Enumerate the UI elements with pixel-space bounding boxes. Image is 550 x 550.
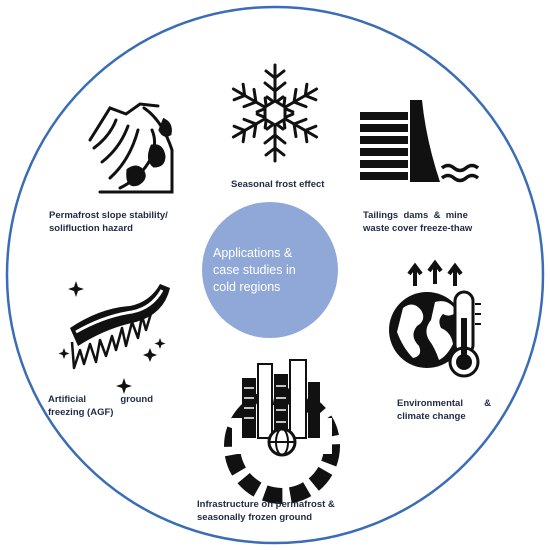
center-circle [202, 202, 338, 338]
label-line: Artificial ground [48, 394, 154, 405]
center-line-1: Applications & [213, 246, 293, 260]
snowflake-icon [226, 63, 324, 163]
label-line: solifluction hazard [49, 223, 133, 234]
label-line: seasonally frozen ground [197, 512, 313, 523]
label-line: Environmental & [397, 398, 491, 409]
center-label: Applications & case studies in cold regi… [213, 245, 331, 296]
globe-thermometer-icon [389, 259, 481, 378]
label-tailings-dams: Tailings dams & mine waste cover freeze-… [363, 209, 497, 235]
label-agf: Artificial ground freezing (AGF) [48, 393, 164, 419]
label-environmental: Environmental & climate change [397, 397, 493, 423]
label-line: waste cover freeze-thaw [363, 223, 473, 234]
label-line: Infrastructure on permafrost & [197, 499, 335, 510]
slope-icon [88, 102, 174, 194]
label-line: Seasonal frost effect [231, 179, 325, 190]
label-permafrost-slope: Permafrost slope stability/ solifluction… [49, 209, 168, 235]
center-line-3: cold regions [213, 280, 281, 294]
label-line: freezing (AGF) [48, 407, 114, 418]
label-line: Tailings dams & mine [363, 210, 468, 221]
dam-icon [360, 100, 480, 183]
frozen-ground-icon [58, 281, 170, 394]
center-line-2: case studies in [213, 263, 296, 277]
label-seasonal-frost: Seasonal frost effect [231, 178, 324, 191]
label-line: climate change [397, 411, 466, 422]
city-gear-icon [224, 359, 340, 504]
label-line: Permafrost slope stability/ [49, 210, 168, 221]
label-infrastructure: Infrastructure on permafrost & seasonall… [197, 498, 335, 524]
